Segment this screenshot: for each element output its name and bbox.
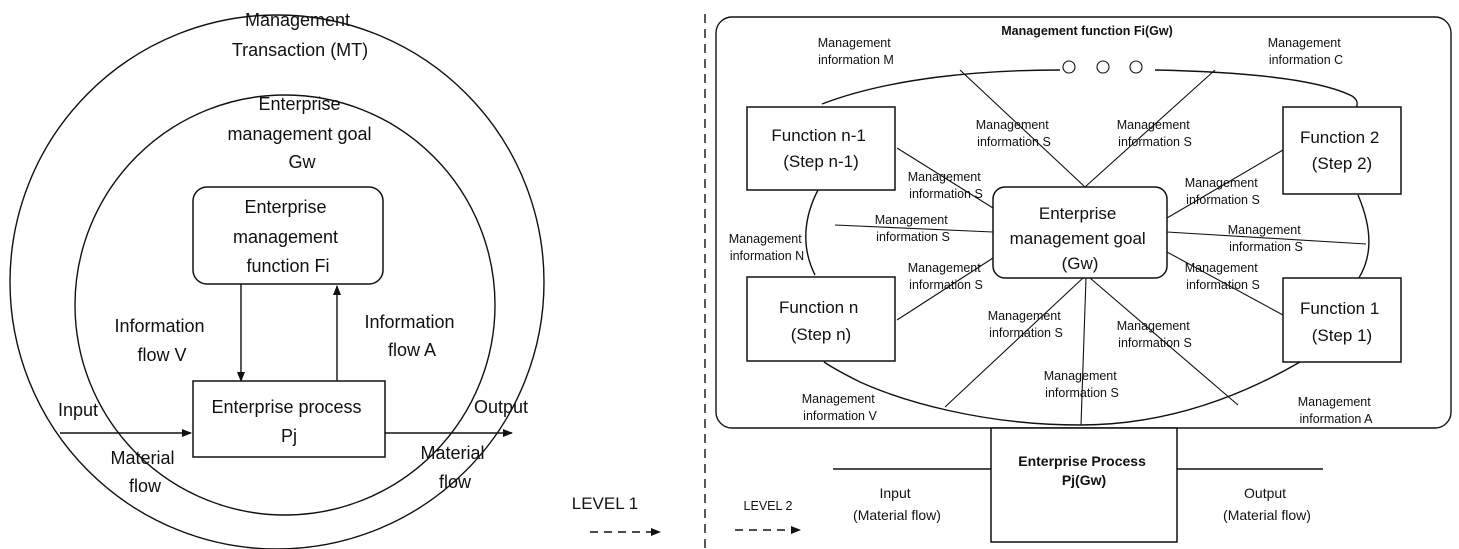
info-s-label: Management information S <box>908 261 984 292</box>
level1-label: LEVEL 1 <box>572 494 638 513</box>
info-s-label: Management information S <box>1117 319 1193 350</box>
right-input-label: Input (Material flow) <box>853 485 941 523</box>
info-c-label: Management information C <box>1268 36 1344 67</box>
enterprise-goal-box <box>992 186 1168 279</box>
inner-circle-label: Enterprise management goal Gw <box>227 94 376 172</box>
function-1-label: Function 1 (Step 1) <box>1300 299 1384 345</box>
function-1-box <box>1282 277 1402 363</box>
function-n-1-box <box>746 106 896 191</box>
output-label: Output <box>474 397 528 417</box>
info-s-label: Management information S <box>1044 369 1120 400</box>
function-n-label: Function n (Step n) <box>779 298 863 344</box>
function-2-label: Function 2 (Step 2) <box>1300 128 1384 173</box>
info-s-label: Management information S <box>976 118 1052 149</box>
info-s-label: Management information S <box>875 213 951 244</box>
outer-circle-management-transaction <box>9 14 545 549</box>
info-n-label: Management information N <box>729 232 805 263</box>
left-diagram: Management Transaction (MT) Enterprise m… <box>9 10 545 549</box>
info-s-label: Management information S <box>1185 176 1261 207</box>
function-2-box <box>1282 106 1402 195</box>
right-output-label: Output (Material flow) <box>1223 485 1311 523</box>
function-n-1-label: Function n-1 (Step n-1) <box>771 126 870 171</box>
enterprise-goal-label: Enterprise management goal (Gw) <box>1010 204 1151 273</box>
function-fi-label: Enterprise management function Fi <box>233 197 343 276</box>
info-flow-v-label: Information flow V <box>114 316 209 365</box>
info-flow-a-label: Information flow A <box>364 312 459 360</box>
info-s-label: Management information S <box>1117 118 1193 149</box>
input-label: Input <box>58 400 98 420</box>
info-s-lines <box>834 69 1367 426</box>
ellipsis-dot <box>1062 60 1076 74</box>
material-flow-right-label: Material flow <box>420 443 489 492</box>
ellipsis-dot <box>1096 60 1110 74</box>
info-v-label: Management information V <box>802 392 878 423</box>
ellipsis-dot <box>1129 60 1143 74</box>
info-s-label: Management information S <box>1185 261 1261 292</box>
material-flow-left-label: Material flow <box>110 448 179 496</box>
info-s-label: Management information S <box>908 170 984 201</box>
enterprise-process-pj-box <box>990 427 1178 543</box>
outer-circle-label: Management Transaction (MT) <box>232 10 368 60</box>
info-m-label: Management information M <box>818 36 894 67</box>
info-s-label: Management information S <box>988 309 1064 340</box>
process-pj-label: Enterprise process Pj <box>211 397 366 446</box>
enterprise-process-pj-label: Enterprise Process Pj(Gw) <box>1018 453 1150 488</box>
function-n-box <box>746 276 896 362</box>
function-fi-box <box>192 186 384 285</box>
info-a-label: Management information A <box>1298 395 1374 426</box>
level2-label: LEVEL 2 <box>744 499 793 513</box>
right-diagram: Management function Fi(Gw) Function n-1 … <box>715 16 1452 543</box>
level-markers: LEVEL 1 LEVEL 2 <box>572 14 801 549</box>
inner-circle-management-goal <box>74 94 496 516</box>
panel-title: Management function Fi(Gw) <box>1001 24 1173 38</box>
info-s-label: Management information S <box>1228 223 1304 254</box>
process-pj-box <box>192 380 386 458</box>
